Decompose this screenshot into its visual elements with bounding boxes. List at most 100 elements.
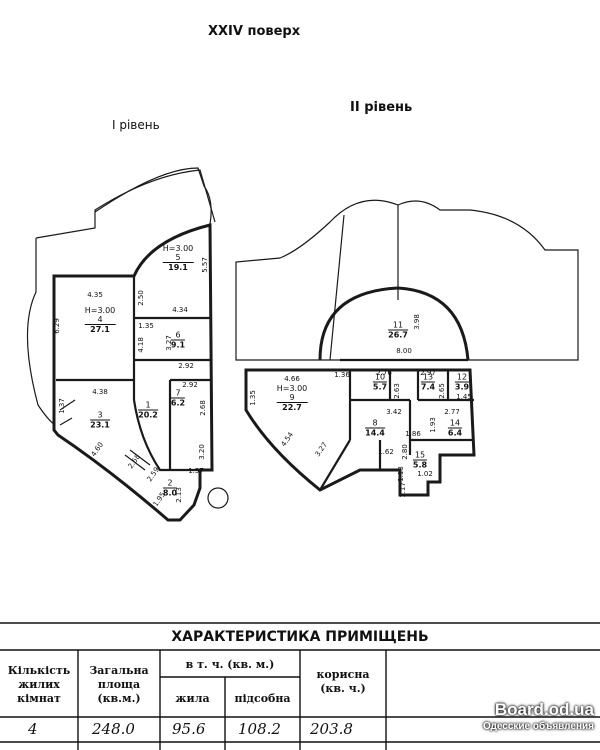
header-living: жила — [175, 692, 210, 705]
dimension-label: 1.35 — [249, 390, 258, 406]
room-area: 5.8 — [412, 460, 428, 470]
dimension-label: 2.63 — [393, 383, 402, 399]
dimension-label: 1.86 — [405, 430, 421, 439]
level-2-label: II рівень — [350, 100, 413, 115]
level2-external-wall — [244, 368, 476, 497]
dimension-label: 4.35 — [87, 291, 103, 300]
value-living: 95.6 — [172, 720, 206, 738]
room-number: 4 — [84, 315, 116, 325]
room-number: 12 — [454, 372, 470, 383]
room-area: 7.4 — [420, 382, 436, 392]
room-area: 22.7 — [282, 403, 302, 412]
dimension-label: 8.00 — [396, 347, 412, 356]
dimension-label: 1.45 — [456, 393, 472, 402]
dimension-label: 4.34 — [172, 306, 188, 315]
dimension-label: 2.97 — [420, 369, 436, 378]
value-rooms: 4 — [28, 720, 38, 738]
dimension-label: 3.98 — [413, 314, 422, 330]
level2-terrace-outline — [235, 199, 579, 361]
header-total-area: Загальна площа (кв.м.) — [89, 664, 149, 705]
room-number: 10 — [372, 372, 388, 383]
ceiling-height: H=3.00 — [276, 384, 308, 393]
value-total-area: 248.0 — [92, 720, 135, 738]
level1-balcony-outline — [26, 169, 216, 426]
dimension-label: 3.27 — [165, 335, 174, 351]
dimension-label: 1.17 — [399, 482, 408, 498]
room-area: 6.2 — [170, 398, 186, 408]
dimension-label: 2.92 — [178, 362, 194, 371]
dimension-label: 1.37 — [58, 398, 67, 414]
level1-stair — [59, 399, 151, 471]
level1-partitions — [56, 276, 212, 472]
dimension-label: 2.77 — [444, 408, 460, 417]
dimension-label: 4.38 — [92, 388, 108, 397]
dimension-label: 1.02 — [417, 470, 433, 479]
level2-terrace-lines — [329, 205, 399, 361]
room-number: 13 — [420, 372, 436, 383]
room-area: 3.9 — [454, 382, 470, 392]
room-number: 3 — [90, 411, 110, 421]
ceiling-height: H=3.00 — [162, 244, 194, 253]
level1-column — [207, 487, 229, 509]
dimension-label: 2.13 — [175, 487, 184, 503]
dimension-label: 2.68 — [199, 400, 208, 416]
dimension-label: 1.93 — [429, 417, 438, 433]
characteristics-table: ХАРАКТЕРИСТИКА ПРИМІЩЕНЬ Кількість жилих… — [0, 622, 600, 750]
dimension-label: 3.42 — [386, 408, 402, 417]
room-area: 14.4 — [365, 428, 385, 438]
dimension-label: 1.13 — [397, 466, 406, 482]
dimension-label: 4.66 — [284, 375, 300, 384]
header-rooms: Кількість жилих кімнат — [7, 664, 71, 705]
dimension-label: 2.65 — [438, 383, 447, 399]
room-number: 6 — [170, 331, 186, 341]
room-area: 19.1 — [168, 263, 188, 272]
header-including: в т. ч. (кв. м.) — [185, 658, 275, 671]
floor-title: XXIV поверх — [208, 24, 301, 39]
dimension-label: 2.92 — [182, 381, 198, 390]
table-title: ХАРАКТЕРИСТИКА ПРИМІЩЕНЬ — [171, 629, 429, 645]
room-number: 14 — [447, 418, 463, 429]
room-area: 20.2 — [138, 410, 158, 420]
dimension-label: 2.80 — [401, 444, 410, 460]
header-auxiliary: підсобна — [234, 692, 291, 705]
dimension-label: 2.50 — [137, 290, 146, 306]
level2-partitions — [319, 358, 474, 491]
room-number: 5 — [162, 253, 194, 263]
room-area: 6.4 — [447, 428, 463, 438]
level1-balcony-arc — [94, 167, 212, 225]
room-number: 7 — [170, 389, 186, 399]
dimension-label: 6.29 — [53, 318, 62, 334]
room-area: 27.1 — [90, 325, 110, 334]
level2-dome-wall — [318, 286, 470, 361]
room-area: 8.0 — [162, 488, 178, 498]
floor-plan — [26, 167, 579, 522]
level1-external-wall — [52, 223, 214, 522]
table-grid — [0, 622, 600, 750]
dimension-label: 1.57 — [188, 467, 204, 476]
room-area: 26.7 — [388, 330, 408, 340]
room-number: 15 — [412, 450, 428, 461]
dimension-label: 5.57 — [201, 257, 210, 273]
dimension-label: 1.36 — [334, 371, 350, 380]
watermark-site: Board.od.ua — [494, 700, 594, 719]
room-number: 1 — [138, 401, 158, 411]
room-area: 9.1 — [170, 340, 186, 350]
header-useful: корисна (кв. ч.) — [316, 668, 370, 695]
watermark-subtitle: Одесские объявления — [482, 721, 594, 732]
room-number: 11 — [388, 321, 408, 331]
